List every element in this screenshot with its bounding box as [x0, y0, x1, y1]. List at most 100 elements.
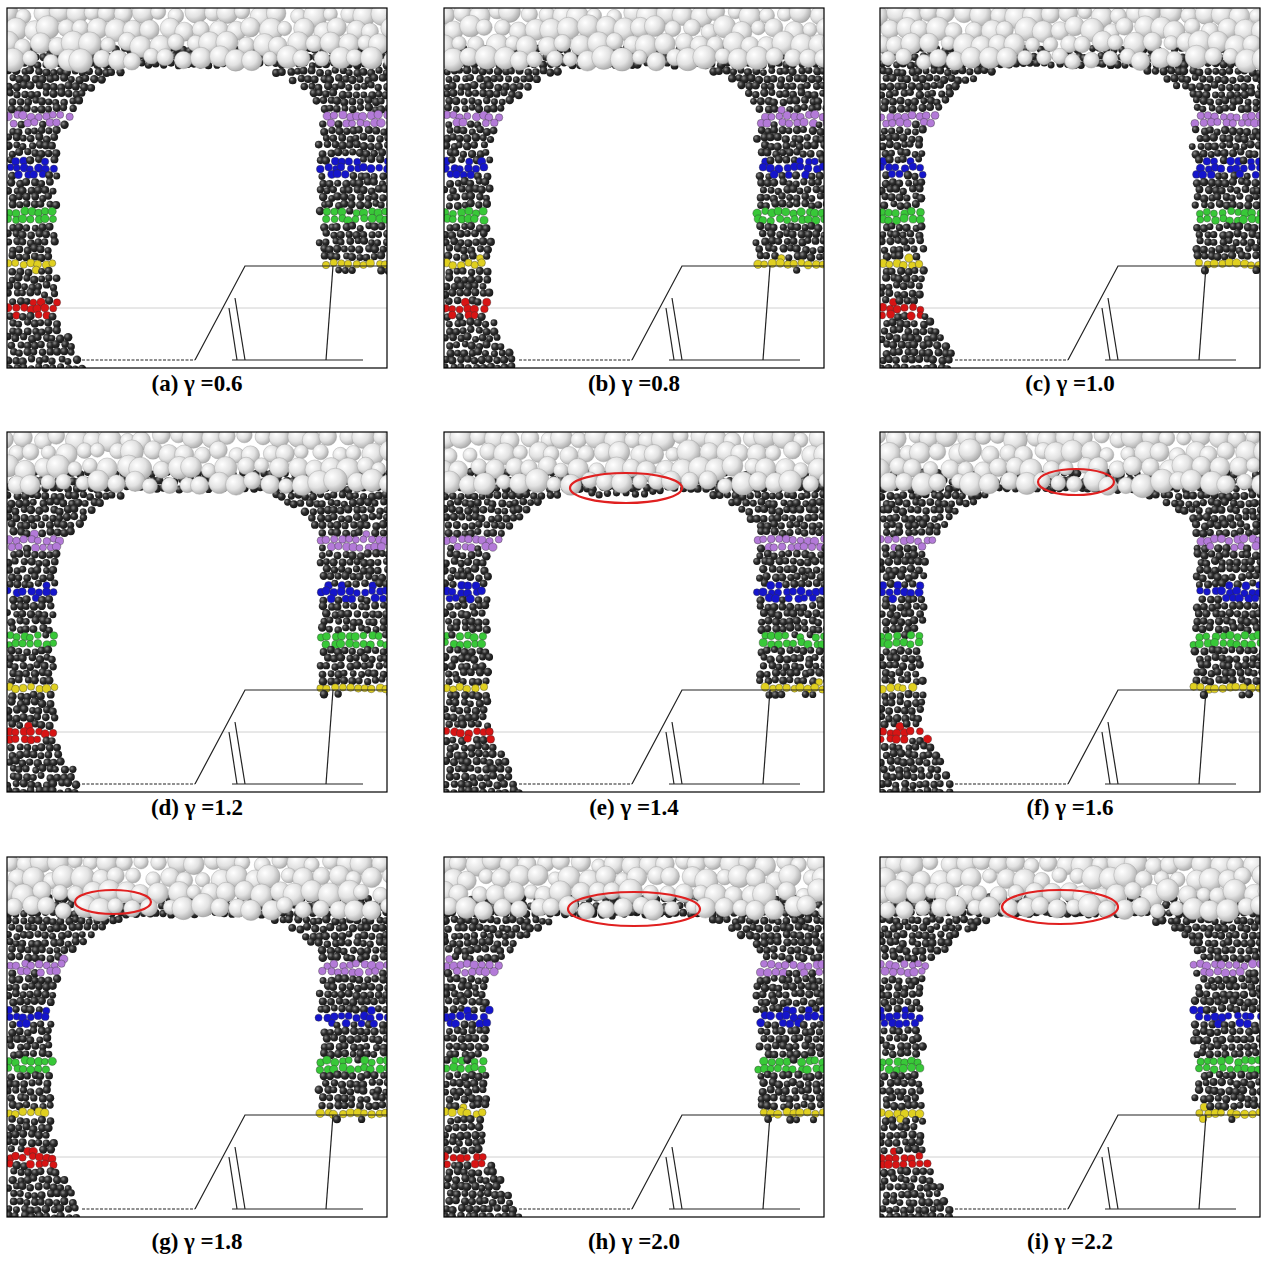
particle: [482, 149, 489, 156]
particle: [1254, 90, 1260, 98]
particle: [48, 358, 55, 365]
particle: [459, 185, 466, 192]
particle: [357, 119, 364, 126]
particle: [767, 83, 774, 90]
particle: [64, 333, 72, 341]
particle: [330, 112, 338, 120]
particle: [371, 253, 378, 260]
particle: [7, 48, 25, 72]
particle: [37, 341, 44, 348]
particle: [935, 104, 942, 111]
particle: [644, 16, 665, 37]
particle: [50, 165, 57, 172]
particle: [445, 274, 453, 282]
particle: [472, 336, 479, 343]
particle: [786, 194, 793, 201]
particle: [367, 164, 375, 172]
particle: [880, 83, 887, 91]
particle: [450, 133, 457, 140]
particle: [910, 105, 917, 112]
particle: [533, 75, 541, 83]
particle: [13, 91, 20, 98]
particle: [486, 157, 493, 164]
particle: [508, 362, 516, 368]
particle: [7, 215, 12, 223]
particle: [349, 267, 356, 274]
particle: [372, 127, 380, 135]
particle: [377, 119, 385, 127]
particle: [501, 363, 509, 368]
particle: [377, 267, 385, 275]
particle: [42, 364, 50, 368]
particle: [13, 312, 20, 319]
particle: [335, 120, 343, 128]
particle: [360, 47, 382, 69]
particle: [793, 245, 801, 253]
particle: [41, 304, 49, 312]
particle: [8, 251, 16, 259]
particle: [308, 67, 316, 75]
particle: [516, 83, 523, 90]
particle: [460, 127, 468, 135]
particle: [760, 69, 767, 76]
particle: [1233, 84, 1241, 92]
particle: [30, 171, 38, 179]
particle: [353, 140, 361, 148]
particle: [793, 104, 801, 112]
particle: [505, 96, 514, 105]
particle: [325, 163, 333, 171]
particle: [768, 187, 775, 194]
particle: [452, 149, 460, 157]
particle: [25, 128, 32, 135]
particle: [66, 113, 73, 120]
particle: [485, 355, 493, 363]
particle: [320, 97, 327, 104]
shield-machine: [519, 266, 824, 360]
particle: [505, 75, 512, 82]
particle: [7, 187, 12, 195]
particle: [30, 348, 37, 355]
particle: [1205, 68, 1212, 75]
particle: [472, 90, 479, 97]
particle: [7, 289, 12, 297]
particle: [8, 268, 16, 276]
particle: [774, 133, 782, 141]
particle: [446, 76, 453, 83]
particle: [123, 53, 140, 70]
particle: [24, 318, 31, 325]
particle: [13, 164, 20, 171]
particle: [457, 363, 464, 368]
particle: [322, 229, 329, 236]
particle: [459, 118, 467, 126]
particle: [7, 260, 12, 267]
particle: [475, 275, 483, 283]
particle: [329, 89, 337, 97]
particle: [339, 111, 347, 119]
particle: [929, 90, 936, 97]
particle: [327, 119, 335, 127]
particle: [371, 193, 379, 201]
particle: [356, 76, 363, 83]
particle: [345, 158, 353, 166]
particle: [526, 51, 542, 67]
particle: [464, 355, 472, 363]
particle: [330, 186, 337, 193]
particle: [44, 319, 52, 327]
particle: [371, 245, 379, 253]
particle: [359, 186, 367, 194]
particle: [783, 156, 791, 164]
particle: [903, 119, 911, 127]
particle: [16, 201, 23, 208]
particle: [775, 238, 783, 246]
particle: [277, 21, 291, 35]
particle: [766, 133, 774, 141]
particle: [946, 89, 954, 97]
particle: [808, 195, 815, 202]
particle: [349, 120, 356, 127]
particle: [315, 141, 323, 149]
particle: [491, 319, 498, 326]
particle: [370, 222, 378, 230]
particle: [20, 135, 27, 142]
particle: [45, 267, 53, 275]
particle: [50, 305, 57, 312]
